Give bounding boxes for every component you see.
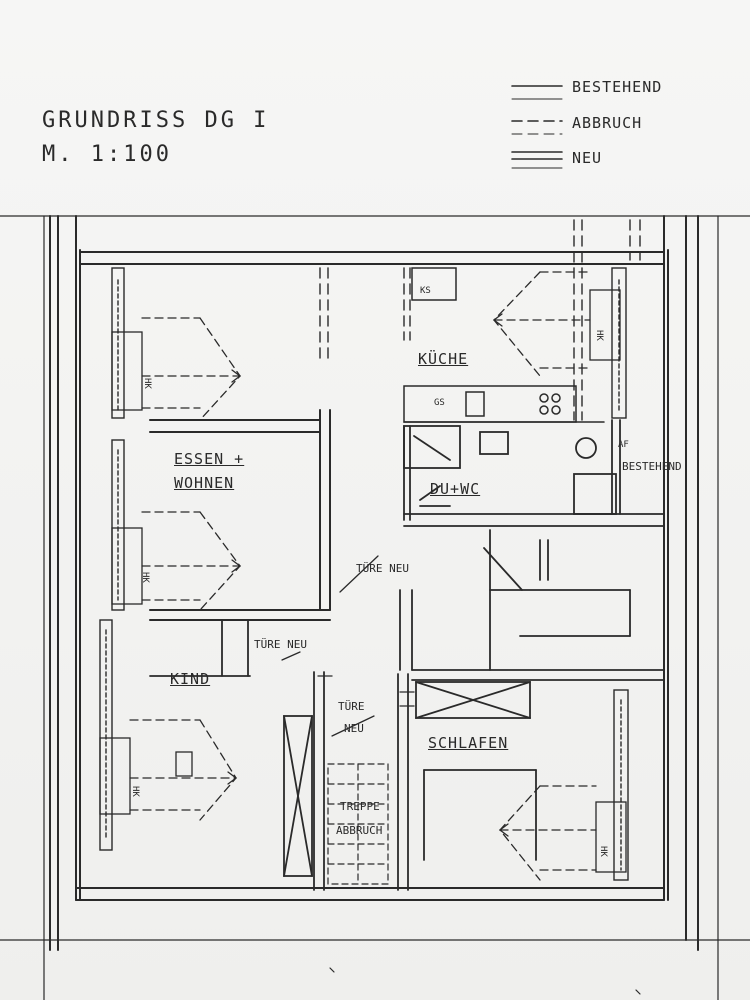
label-hk-3: HK: [130, 786, 140, 797]
dormer-left-top: [111, 317, 242, 421]
plan-scale: M. 1:100: [42, 142, 172, 167]
legend-lines: [511, 85, 563, 169]
sheet-frame: [0, 215, 750, 1000]
door-marks: [281, 555, 415, 737]
room-label-kind: KIND: [170, 670, 211, 688]
stair-label-treppe: TREPPE: [340, 800, 380, 813]
stair-label-abbruch: ABBRUCH: [336, 824, 383, 837]
legend-label-neu: NEU: [572, 149, 603, 167]
label-gs: GS: [434, 398, 445, 408]
annotation-tuere-neu-center: TÜRE NEU: [356, 562, 409, 575]
label-ks: KS: [420, 286, 431, 296]
abbruch-walls: [319, 219, 641, 421]
annotation-bestehend: BESTEHEND: [622, 460, 682, 473]
legend-label-abbruch: ABBRUCH: [572, 114, 643, 132]
dormer-right-top: [492, 271, 621, 377]
annotation-tuere-neu-schlafen-2: NEU: [344, 722, 364, 735]
label-hk-4: HK: [594, 330, 604, 341]
legend-label-bestehend: BESTEHEND: [572, 78, 663, 96]
room-label-wohnen: WOHNEN: [174, 474, 235, 492]
room-label-essen: ESSEN +: [174, 450, 245, 468]
annotation-tuere-neu-kind: TÜRE NEU: [254, 638, 307, 651]
label-hk-2: HK: [140, 572, 150, 583]
dormer-right-bottom: [498, 785, 627, 881]
label-hk-5: HK: [598, 846, 608, 857]
center-walls: [399, 529, 665, 681]
room-label-duwc: DU+WC: [430, 480, 481, 498]
right-wall-windows: [611, 267, 629, 881]
dormer-left-middle: [111, 511, 242, 611]
annotation-af: AF: [618, 440, 629, 450]
stair-abbruch: [327, 763, 389, 885]
bathroom-walls: [403, 419, 665, 527]
kind-walls: [149, 619, 325, 891]
kitchen-counter: [403, 267, 605, 423]
annotation-tuere-neu-schlafen-1: TÜRE: [338, 700, 365, 713]
sheet-marks: [329, 967, 641, 995]
label-hk-1: HK: [142, 378, 152, 389]
schlafen-walls: [397, 673, 537, 891]
outer-walls: [49, 215, 699, 951]
essen-wohnen-walls: [149, 409, 331, 621]
room-label-kueche: KÜCHE: [418, 350, 469, 368]
plan-title: GRUNDRISS DG I: [42, 108, 270, 133]
dormer-left-bottom: [99, 719, 238, 821]
room-label-schlafen: SCHLAFEN: [428, 734, 509, 752]
